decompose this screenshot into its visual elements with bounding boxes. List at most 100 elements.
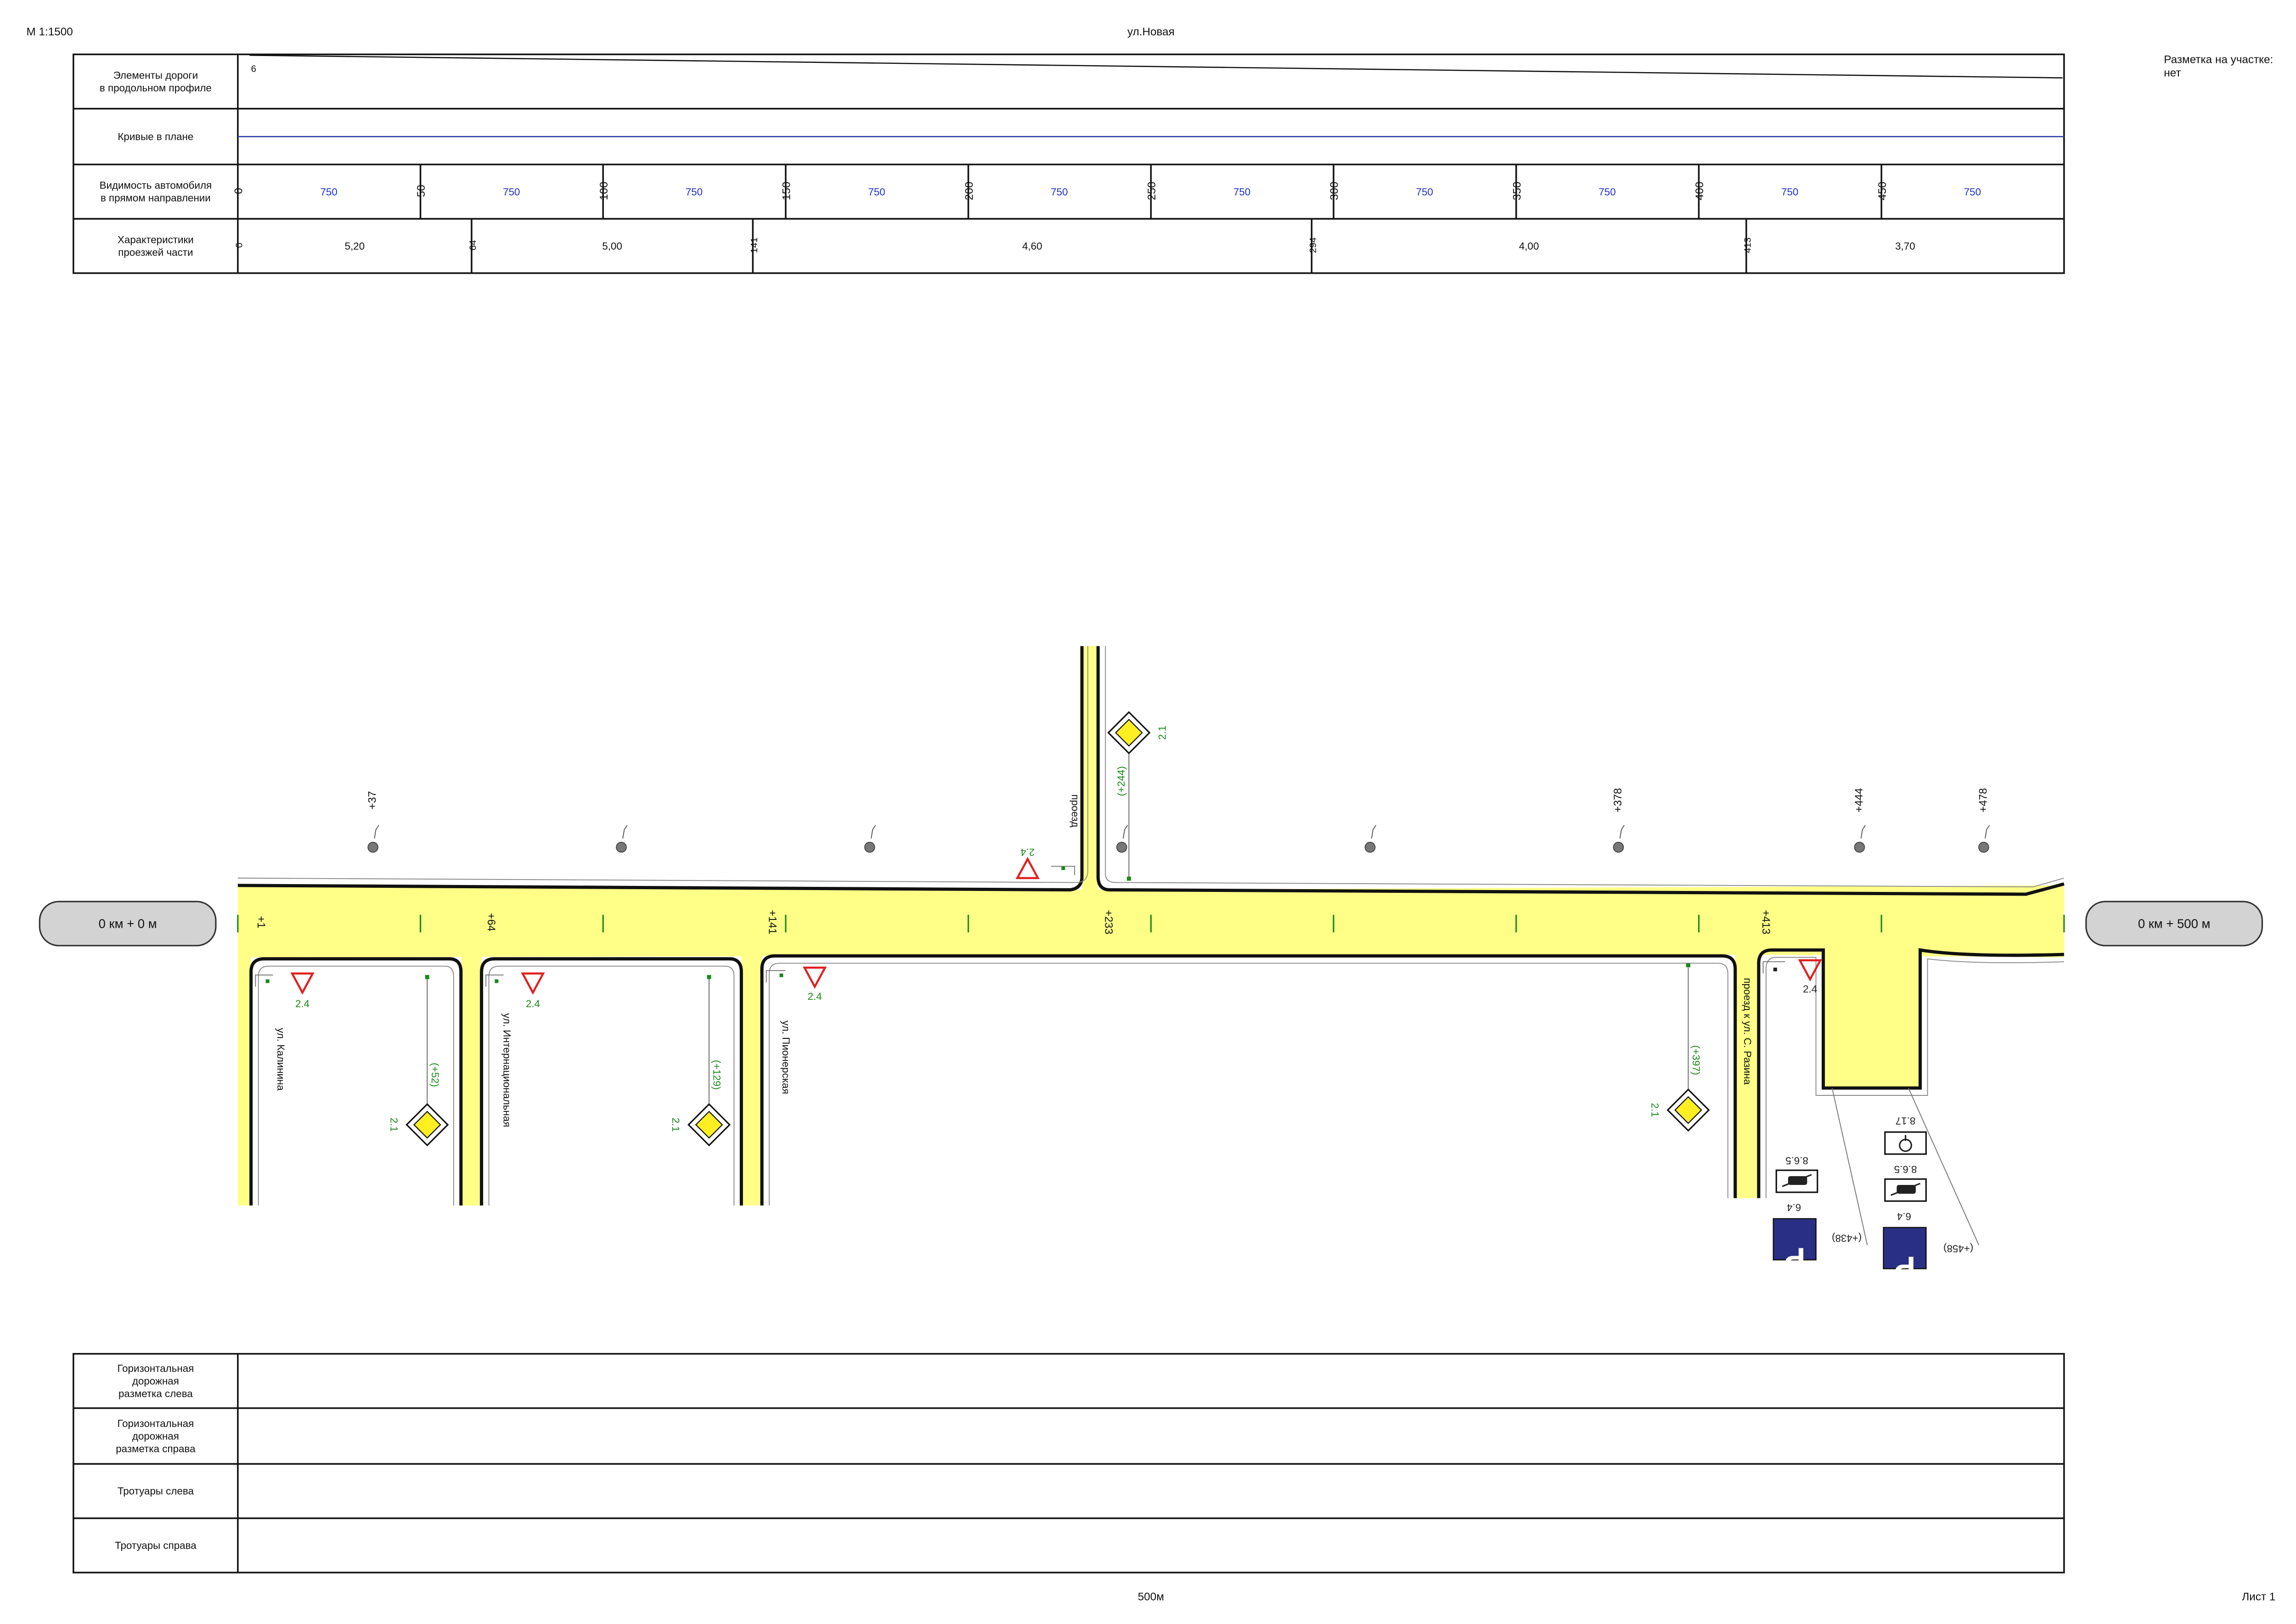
- give-way-sign-kalinina: 2.4: [255, 972, 315, 1009]
- main-road-code: 2.1: [1649, 1103, 1661, 1117]
- main-road-sign-397: (+397) 2.1: [1649, 963, 1710, 1132]
- visibility-value: 750: [868, 186, 885, 197]
- km-start-label: 0 км + 0 м: [99, 917, 157, 931]
- give-way-sign-icon: [290, 972, 315, 995]
- km-end-label: 0 км + 500 м: [2138, 917, 2211, 931]
- side-street-pionerskaya: ул. Пионерская: [780, 1021, 792, 1094]
- junction-station: +413: [1760, 910, 1772, 934]
- km-start-box: 0 км + 0 м: [39, 901, 217, 947]
- parking-method-plate-icon: [1884, 1178, 1927, 1202]
- lamp-station: +444: [1853, 788, 1865, 812]
- visibility-station: 50: [415, 185, 428, 197]
- visibility-station: 450: [1876, 181, 1889, 200]
- width-station: 0: [234, 242, 244, 248]
- station-labels: +1+64+141+233+413: [255, 910, 1772, 934]
- give-way-sign-icon: [1798, 959, 1822, 982]
- parking-code: 6.4: [1787, 1202, 1801, 1213]
- parking-method-code: 8.6.5: [1785, 1155, 1808, 1166]
- lamp-station: +478: [1977, 788, 1989, 812]
- parking-sign-458: 8.17 8.6.5 6.4 P (+458): [1883, 1088, 1980, 1286]
- visibility-station: 400: [1694, 181, 1706, 200]
- give-way-sign-icon: [803, 966, 827, 989]
- parking-sign-438: 8.6.5 6.4 P (+438): [1773, 1088, 1868, 1277]
- give-way-sign-internatsionalnaya: 2.4: [485, 972, 545, 1009]
- top-table: [73, 53, 2065, 274]
- parking-code: 6.4: [1897, 1211, 1911, 1222]
- row-label: Кривые в плане: [118, 131, 193, 142]
- main-road-code: 2.1: [388, 1117, 400, 1132]
- parking-method-code: 8.6.5: [1894, 1163, 1917, 1175]
- side-street-proezd: проезд: [1069, 795, 1081, 828]
- parking-method-plate-icon: [1775, 1169, 1818, 1193]
- junction-station: +233: [1102, 910, 1114, 934]
- visibility-value: 750: [686, 186, 703, 197]
- marking-label: Разметка на участке:: [2164, 54, 2273, 66]
- profile-line: [249, 55, 2063, 79]
- width-station: 141: [749, 237, 760, 253]
- give-way-code: 2.4: [295, 998, 310, 1009]
- street-lamp-icon: [1854, 825, 1866, 853]
- width-value: 4,60: [1022, 241, 1042, 252]
- street-lamp-icon: [864, 825, 876, 853]
- scale-label: М 1:1500: [27, 26, 73, 38]
- give-way-sign-icon: [521, 972, 545, 995]
- length-label: 500м: [1138, 1591, 1164, 1603]
- give-way-code: 2.4: [1803, 983, 1817, 995]
- side-street-internatsionalnaya: ул. Интернациональная: [501, 1013, 513, 1127]
- visibility-value: 750: [320, 186, 337, 197]
- street-lamp-icon: [367, 825, 379, 853]
- parking-station: (+458): [1943, 1243, 1973, 1254]
- width-station: 294: [1308, 237, 1318, 253]
- visibility-station: 100: [598, 181, 610, 200]
- width-value: 5,20: [345, 241, 365, 252]
- visibility-row: 0 750 50 750 100 750 150 750 200 750 250 750 300 750 3…: [232, 164, 1981, 219]
- give-way-sign-pionerskaya: 2.4: [765, 966, 827, 1002]
- visibility-station: 250: [1146, 181, 1158, 200]
- visibility-value: 750: [1233, 186, 1250, 197]
- visibility-station: 150: [781, 181, 793, 200]
- visibility-station: 350: [1511, 181, 1523, 200]
- disabled-code: 8.17: [1896, 1115, 1916, 1127]
- main-road-sign-icon: [687, 1103, 731, 1146]
- width-value: 4,00: [1519, 241, 1539, 252]
- side-street-razina: проезд к ул. С. Разина: [1742, 978, 1753, 1085]
- visibility-station: 200: [963, 181, 975, 200]
- profile-value: 6: [251, 64, 256, 74]
- station-tick-marks: [237, 914, 2065, 933]
- give-way-sign-razina: 2.4: [1762, 959, 1822, 995]
- give-way-sign-icon: [1015, 857, 1040, 880]
- main-road-sign-52: (+52) 2.1: [388, 975, 449, 1146]
- main-road-station: (+244): [1115, 766, 1127, 796]
- visibility-value: 750: [1598, 186, 1615, 197]
- lamp-station: +378: [1612, 788, 1624, 812]
- visibility-value: 750: [1416, 186, 1433, 197]
- visibility-value: 750: [1781, 186, 1798, 197]
- street-lamp-icon: [1364, 825, 1377, 853]
- visibility-value: 750: [1964, 186, 1981, 197]
- side-street-kalinina: ул. Калинина: [275, 1028, 287, 1091]
- junction-station: +1: [255, 916, 267, 928]
- street-lamp-icon: [1613, 825, 1625, 853]
- width-station: 413: [1742, 237, 1753, 253]
- give-way-code: 2.4: [808, 991, 822, 1002]
- street-lamp-icon: [1116, 825, 1128, 853]
- parking-sign-icon: P: [1883, 1227, 1927, 1286]
- main-road-station: (+52): [429, 1063, 441, 1087]
- visibility-value: 750: [503, 186, 520, 197]
- main-road-sign-244: (+244) 2.1: [1107, 711, 1168, 881]
- row-label: Тротуары справа: [115, 1540, 197, 1551]
- visibility-station: 0: [232, 188, 245, 194]
- visibility-value: 750: [1051, 186, 1068, 197]
- street-lamp-icon: [1978, 825, 1990, 853]
- main-road-sign-icon: [1666, 1088, 1710, 1132]
- visibility-station: 300: [1328, 181, 1341, 200]
- parking-station: (+438): [1832, 1233, 1862, 1244]
- width-value: 3,70: [1895, 241, 1915, 252]
- main-road-station: (+397): [1690, 1045, 1702, 1075]
- give-way-code: 2.4: [1020, 846, 1035, 858]
